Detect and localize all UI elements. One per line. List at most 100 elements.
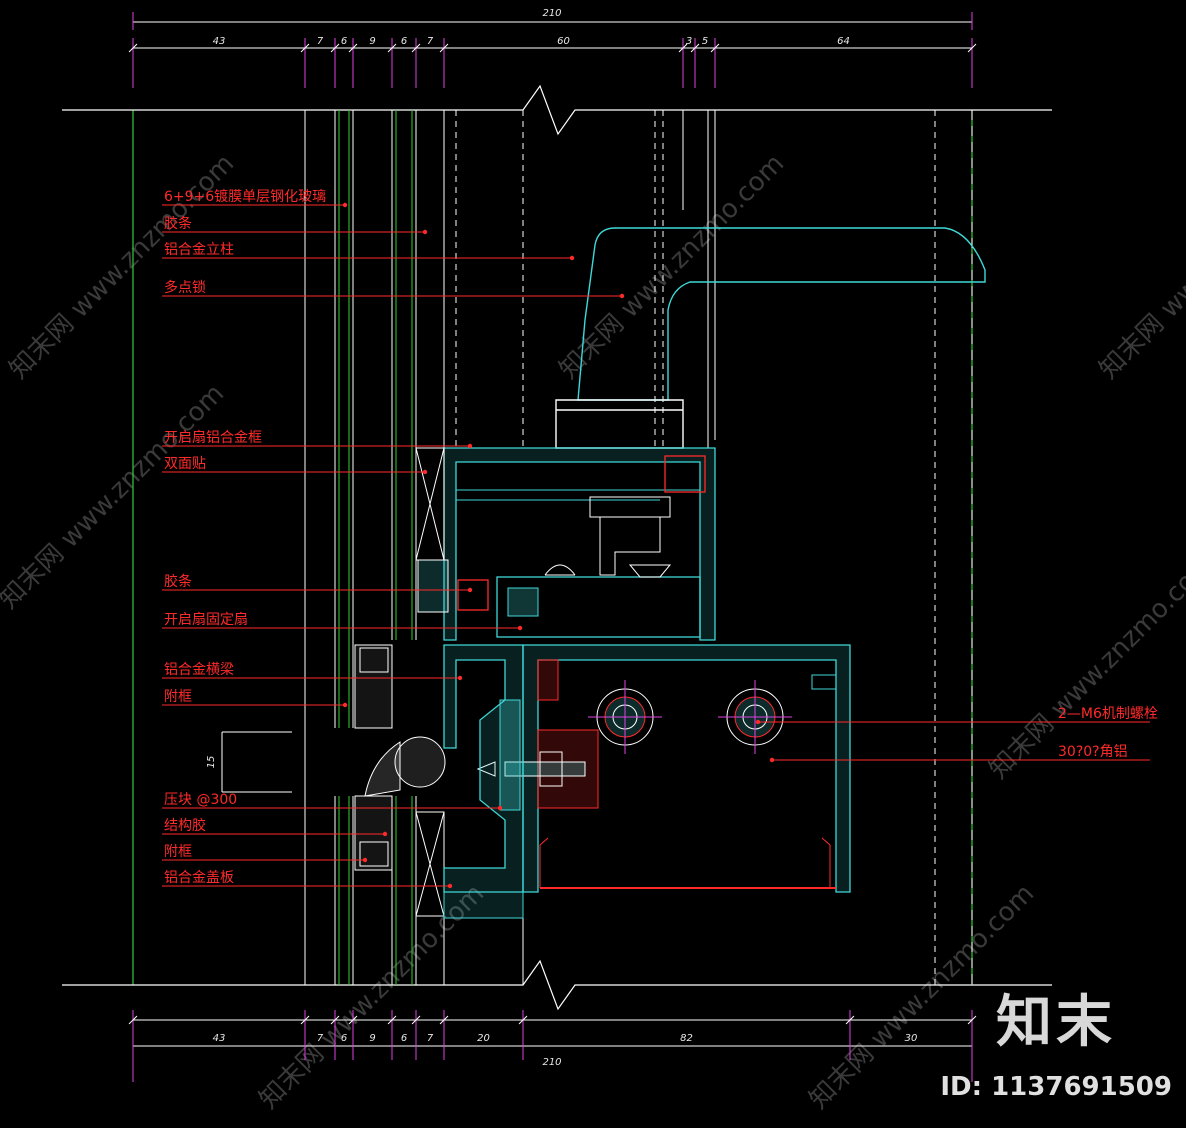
vertical-dim [221, 731, 292, 793]
top-dim-label: 7 [427, 36, 434, 47]
top-dim-label: 7 [317, 36, 324, 47]
component-label-right: 30?0?角铝 [1058, 744, 1128, 760]
component-label: 多点锁 [164, 279, 206, 296]
top-dim-label: 43 [213, 36, 226, 47]
bottom-dim-label: 82 [680, 1033, 693, 1044]
leader-dot [342, 702, 348, 708]
top-tick [967, 43, 977, 53]
double-sided-tape [415, 447, 445, 917]
component-label: 开启扇固定扇 [164, 612, 248, 628]
leader-layer: 6+9+6镀膜单层钢化玻璃胶条铝合金立柱多点锁开启扇铝合金框双面贴胶条开启扇固定… [162, 188, 1158, 889]
component-label: 压块 @300 [164, 792, 237, 808]
bottom-dim-label: 30 [905, 1033, 918, 1044]
component-label: 附框 [164, 689, 192, 705]
component-label: 铝合金盖板 [164, 870, 234, 886]
bottom-tick [348, 1015, 358, 1025]
dimension-layer [133, 21, 972, 1047]
bolt-icon [718, 680, 792, 754]
watermark-text: 知末网 www.znzmo.com [4, 149, 240, 385]
brand-logo: 知末 [996, 990, 1116, 1055]
dim-top-total: 210 [542, 8, 561, 19]
dim-vertical: 15 [206, 756, 217, 769]
glass-panel-lines [304, 110, 524, 985]
leader-dot [467, 587, 473, 593]
leader-dot [497, 805, 503, 811]
bottom-tick [300, 1015, 310, 1025]
top-dim-label: 64 [837, 36, 850, 47]
leader-dot [342, 202, 348, 208]
top-tick [678, 43, 688, 53]
watermark-text: 知末网 www.znzmo.com [1094, 149, 1186, 385]
top-dim-label: 9 [369, 36, 375, 47]
top-dim-label: 6 [401, 36, 407, 47]
bottom-tick [330, 1015, 340, 1025]
leader-dot [457, 675, 463, 681]
leader-dot [569, 255, 575, 261]
watermark-text: 知末网 www.znzmo.com [0, 379, 230, 615]
dimension-ticks [128, 12, 977, 1082]
bottom-tick [845, 1015, 855, 1025]
leader-dot [517, 625, 523, 631]
component-label: 双面贴 [164, 456, 206, 472]
leader-dot [755, 719, 761, 725]
component-label: 铝合金立柱 [164, 242, 234, 258]
component-label: 6+9+6镀膜单层钢化玻璃 [164, 188, 326, 205]
top-tick [300, 43, 310, 53]
top-tick [411, 43, 421, 53]
top-dim-label: 3 [686, 36, 692, 47]
bolt-icons [476, 680, 792, 787]
bottom-tick [128, 1015, 138, 1025]
component-label: 胶条 [164, 573, 192, 590]
glass-inner-lines [338, 110, 413, 985]
hidden-lines [455, 110, 936, 985]
bottom-tick [439, 1015, 449, 1025]
bottom-tick [967, 1015, 977, 1025]
bottom-tick [411, 1015, 421, 1025]
top-tick [439, 43, 449, 53]
bottom-dim-label: 6 [341, 1033, 347, 1044]
bottom-tick [518, 1015, 528, 1025]
bottom-dim-label: 43 [213, 1033, 226, 1044]
bottom-break-line [62, 959, 1052, 1011]
bottom-dim-label: 7 [427, 1033, 434, 1044]
leader-dot [467, 443, 473, 449]
structural-sealant [354, 644, 446, 871]
top-tick [710, 43, 720, 53]
top-tick [330, 43, 340, 53]
bottom-dim-label: 9 [369, 1033, 375, 1044]
frame-lines [682, 110, 716, 448]
top-dim-label: 60 [557, 36, 570, 47]
top-dim-label: 6 [341, 36, 347, 47]
transom-beam [522, 644, 851, 893]
pressure-block [443, 644, 524, 919]
bottom-dim-label: 20 [477, 1033, 490, 1044]
top-dim-label: 5 [702, 36, 708, 47]
bolt-icon [588, 680, 662, 754]
top-break-line [62, 84, 1052, 136]
screw-icon [476, 751, 586, 787]
component-label: 附框 [164, 844, 192, 860]
component-label: 铝合金横梁 [164, 662, 234, 678]
component-label-right: 2—M6机制螺栓 [1058, 706, 1158, 722]
watermark-text: 知末网 www.znzmo.com [554, 149, 790, 385]
component-label: 开启扇铝合金框 [164, 430, 262, 446]
component-label: 结构胶 [164, 817, 206, 834]
top-tick [690, 43, 700, 53]
leader-dot [619, 293, 625, 299]
leader-dot [769, 757, 775, 763]
leader-dot [382, 831, 388, 837]
sash-frame [417, 447, 716, 641]
top-tick [387, 43, 397, 53]
top-tick [348, 43, 358, 53]
leader-dot [447, 883, 453, 889]
leader-dot [422, 229, 428, 235]
dim-bottom-total: 210 [542, 1057, 561, 1068]
image-id: ID: 1137691509 [940, 1072, 1172, 1102]
bottom-dim-label: 6 [401, 1033, 407, 1044]
bottom-tick [387, 1015, 397, 1025]
bottom-dim-label: 7 [317, 1033, 324, 1044]
leader-dot [362, 857, 368, 863]
